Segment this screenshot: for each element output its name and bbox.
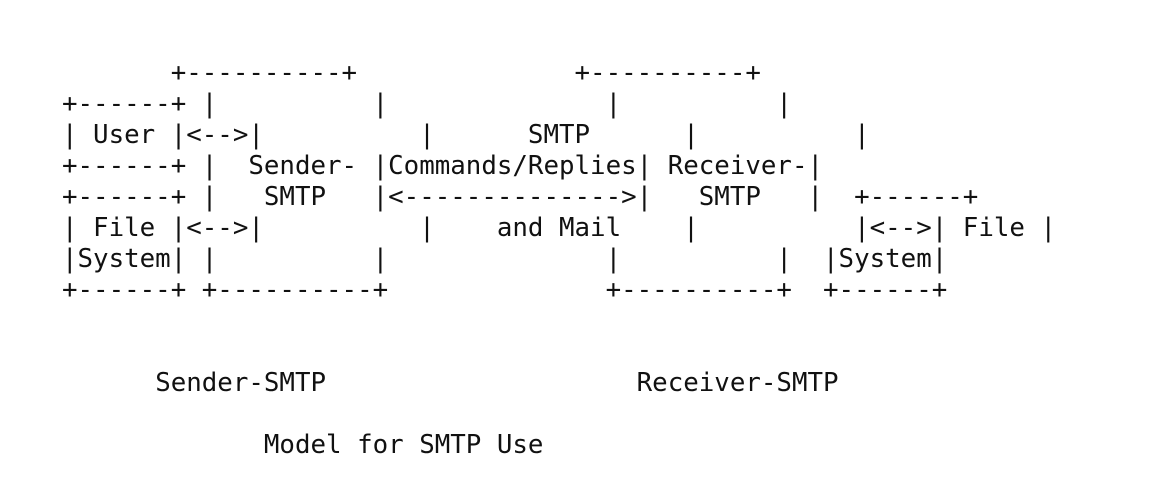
diagram-line-7: |System| | | | | |System|	[62, 244, 948, 274]
diagram-title: Model for SMTP Use	[263, 430, 544, 460]
diagram-blank-line-3	[62, 399, 1056, 430]
diagram-captions-line: Sender-SMTP Receiver-SMTP	[62, 368, 1056, 399]
receiver-smtp-caption: Receiver-SMTP	[636, 368, 839, 398]
diagram-blank-line-2	[62, 337, 1056, 368]
diagram-line-6: | File |<-->| | and Mail | |<-->| File |	[62, 213, 1056, 243]
diagram-line-4: +------+ | Sender- |Commands/Replies| Re…	[62, 151, 824, 181]
diagram-title-line: Model for SMTP Use	[62, 430, 1056, 461]
diagram-line-2: +------+ | | | |	[62, 89, 792, 119]
diagram-line-5: +------+ | SMTP |<-------------->| SMTP …	[62, 182, 979, 212]
diagram-blank-line-1	[62, 306, 1056, 337]
diagram-line-1: +----------+ +----------+	[62, 58, 761, 88]
smtp-model-diagram: +----------+ +----------++------+ | | | …	[62, 58, 1056, 461]
sender-smtp-caption: Sender-SMTP	[155, 368, 327, 398]
diagram-line-8: +------+ +----------+ +----------+ +----…	[62, 275, 948, 305]
diagram-line-3: | User |<-->| | SMTP | |	[62, 120, 870, 150]
